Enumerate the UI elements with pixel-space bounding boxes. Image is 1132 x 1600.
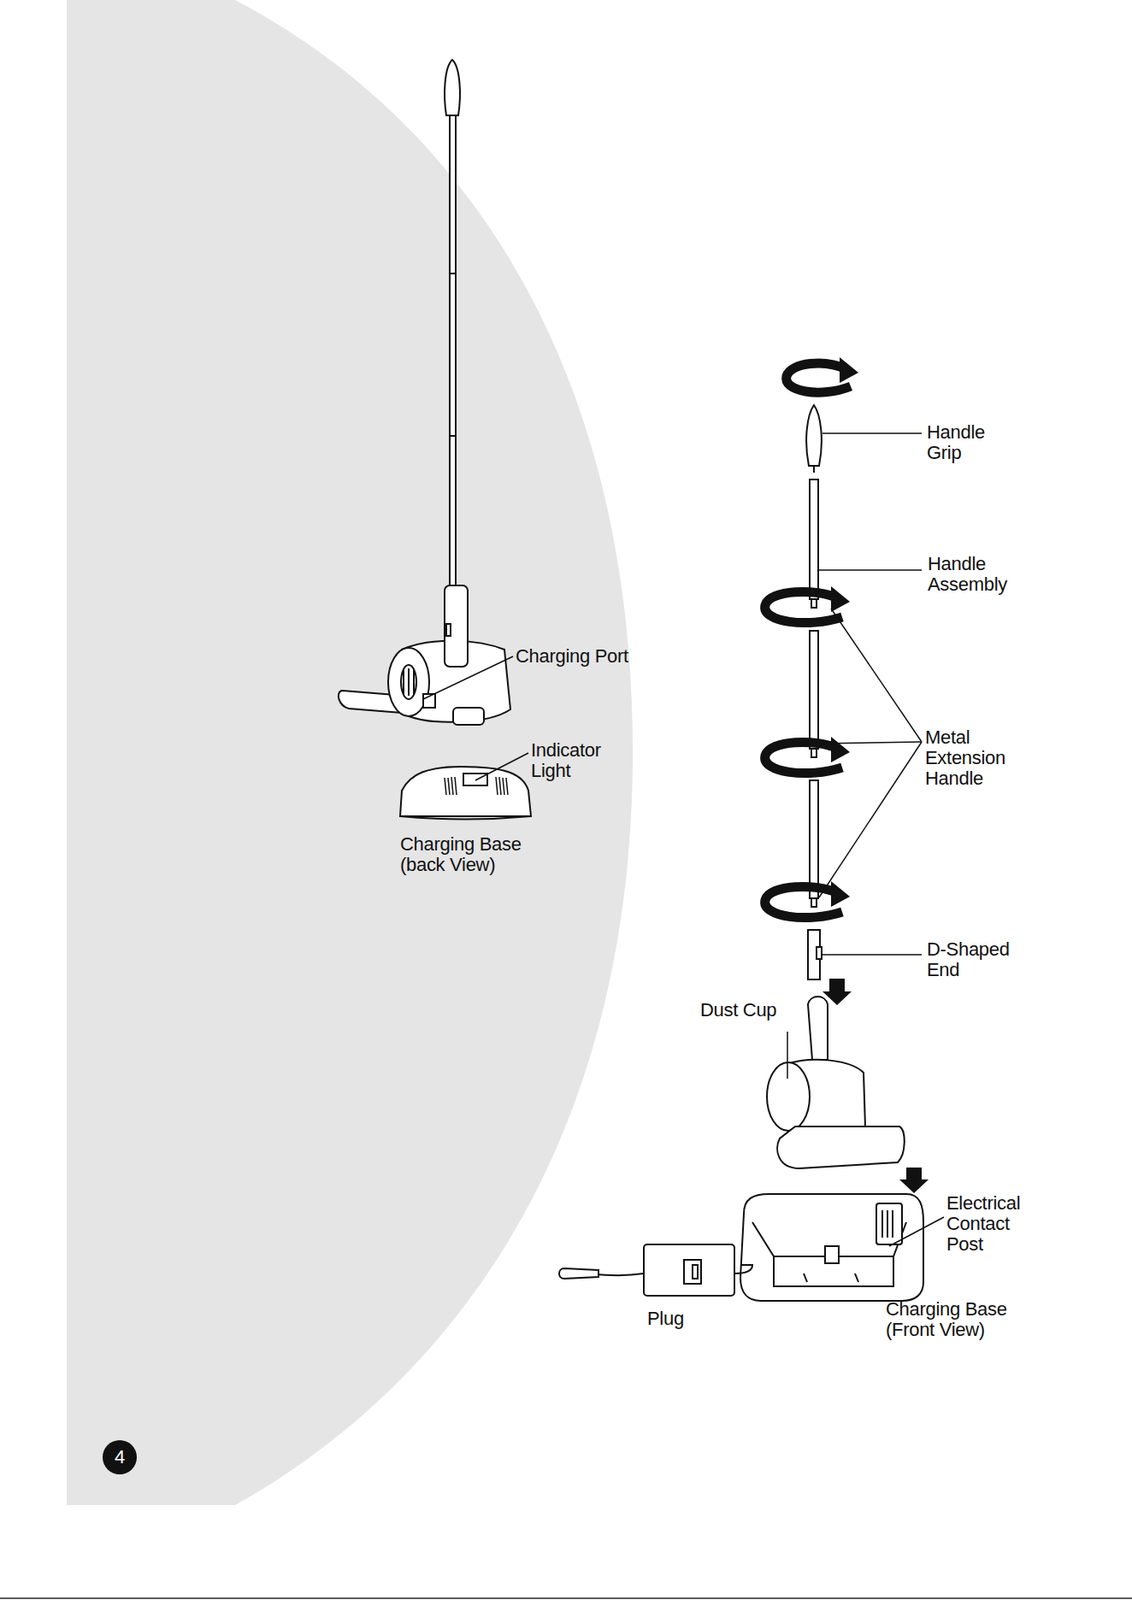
extension-1	[809, 630, 819, 749]
part-label: Indicator Light	[530, 740, 617, 782]
part-label: Charging Base (Front View)	[885, 1299, 1023, 1341]
part-label: D-Shaped End	[926, 939, 1021, 981]
charging-base-front	[740, 1194, 924, 1302]
page-rule	[0, 1597, 1132, 1600]
assembled-vacuum	[338, 59, 511, 726]
page-number: 4	[114, 1446, 125, 1469]
part-label: Electrical Contact Post	[946, 1193, 1041, 1256]
handle-assembly	[809, 479, 819, 600]
arrowheads	[822, 357, 929, 1194]
pole	[449, 115, 456, 595]
part-label: Handle Assembly	[927, 554, 1022, 596]
part-label: Metal Extension Handle	[925, 727, 1020, 790]
page-number-badge: 4	[102, 1440, 137, 1475]
part-label: Handle Grip	[926, 422, 996, 464]
rotation-arrows	[765, 363, 851, 919]
part-label: Charging Port	[515, 646, 670, 667]
dust-cup-neck	[807, 996, 828, 1061]
part-label: Plug	[647, 1308, 716, 1330]
sheath	[444, 585, 468, 667]
handle-grip	[806, 405, 822, 466]
background-arc	[66, 0, 633, 1506]
adapter	[643, 1244, 735, 1297]
charging-base-back	[400, 766, 531, 820]
part-label: Charging Base (back View)	[400, 834, 537, 876]
part-label: Dust Cup	[700, 1000, 803, 1021]
knob	[444, 59, 460, 116]
nozzle-head	[777, 1126, 905, 1169]
extension-2	[809, 780, 819, 899]
exploded-parts	[559, 405, 924, 1302]
